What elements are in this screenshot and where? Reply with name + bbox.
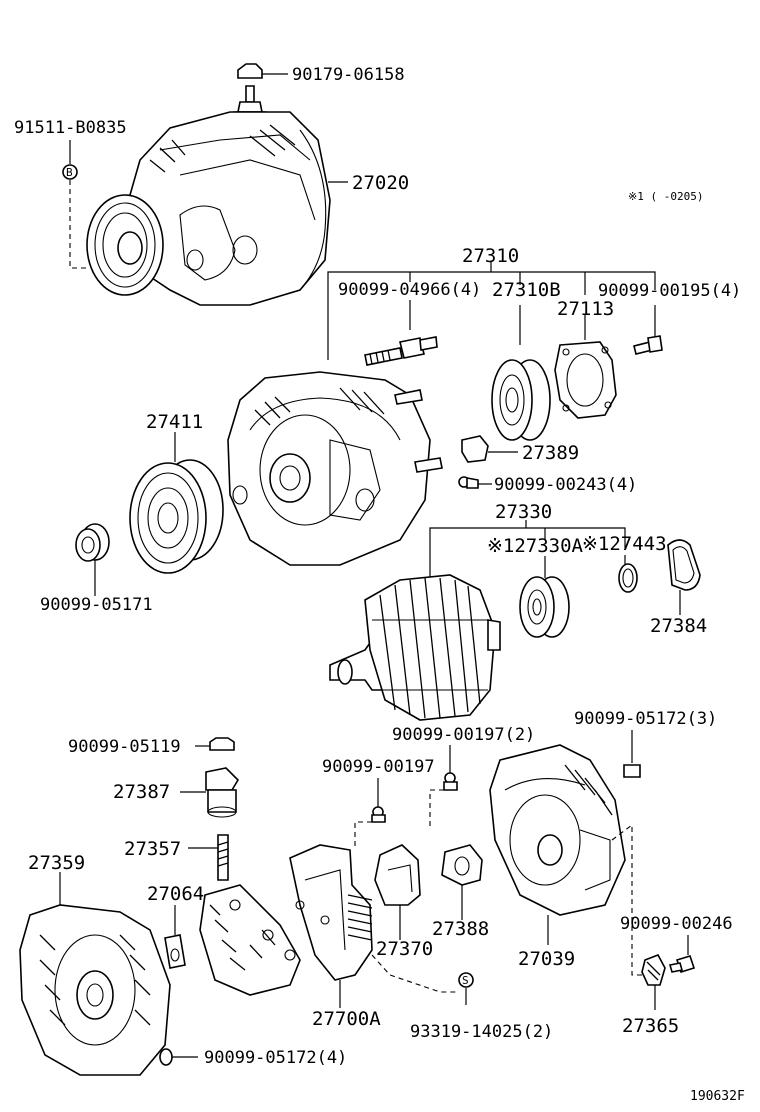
group-27330-brackets <box>429 520 626 595</box>
pulley-27411 <box>129 459 224 574</box>
label-90179-06158: 90179-06158 <box>292 65 405 85</box>
cover-27370 <box>374 844 421 906</box>
nut-05119 <box>209 737 235 751</box>
label-27387: 27387 <box>113 781 170 803</box>
screw-00197 <box>371 806 386 823</box>
label-90099-05171: 90099-05171 <box>40 595 153 615</box>
label-27389: 27389 <box>522 442 579 464</box>
terminal-27365 <box>641 954 666 986</box>
rear-cover-27039 <box>489 744 626 916</box>
nut-05172-4 <box>159 1048 173 1066</box>
stud-bolt <box>364 336 438 366</box>
label-27384: 27384 <box>650 615 707 637</box>
label-27365: 27365 <box>622 1015 679 1037</box>
screw-00246 <box>668 955 696 973</box>
label-91511-b0835: 91511-B0835 <box>14 118 127 138</box>
label-27310: 27310 <box>462 245 519 267</box>
washer-27443 <box>618 563 638 593</box>
dash-s-marker <box>371 954 458 993</box>
bearing-27310b <box>491 359 551 441</box>
label-90099-05172-4: 90099-05172(4) <box>204 1048 347 1068</box>
s-marker-text: S <box>462 974 469 987</box>
dash-00197 <box>354 821 372 850</box>
b-marker-text: B <box>66 166 73 179</box>
label-27020: 27020 <box>352 172 409 194</box>
rear-end-frame-27359 <box>19 904 171 1076</box>
screw-00243 <box>458 476 479 489</box>
retainer-plate <box>554 341 617 419</box>
dash-00197-2 <box>429 789 444 830</box>
label-27330a: ※127330A <box>487 535 584 557</box>
label-27370: 27370 <box>376 938 433 960</box>
screw-00197-2 <box>443 772 458 791</box>
label-27388: 27388 <box>432 918 489 940</box>
insulator-27387 <box>205 767 240 818</box>
label-27443: ※127443 <box>582 533 667 555</box>
label-27310b: 27310B <box>492 279 561 301</box>
drive-end-frame <box>227 371 443 566</box>
rectifier-assembly <box>199 884 301 996</box>
cover-27388 <box>441 844 483 886</box>
nut-05172-3 <box>623 764 641 778</box>
ring-27384 <box>667 539 701 591</box>
label-27039: 27039 <box>518 948 575 970</box>
label-27330: 27330 <box>495 501 552 523</box>
label-90099-05172-3: 90099-05172(3) <box>574 709 717 729</box>
regulator-27700a <box>289 844 373 981</box>
b-marker: B <box>62 164 78 180</box>
label-27359: 27359 <box>28 852 85 874</box>
screw-00195 <box>633 335 663 355</box>
label-90099-00197-2: 90099-00197(2) <box>392 725 535 745</box>
clip-27389 <box>461 435 489 463</box>
label-90099-05119: 90099-05119 <box>68 737 181 757</box>
label-90099-00197: 90099-00197 <box>322 757 435 777</box>
nut-05171 <box>75 523 110 562</box>
stud-27357 <box>217 834 229 881</box>
label-90099-00243: 90099-00243(4) <box>494 475 637 495</box>
s-marker: S <box>458 972 474 988</box>
plate-27064 <box>164 934 186 969</box>
label-27700a: 27700A <box>312 1008 381 1030</box>
label-93319-14025: 93319-14025(2) <box>410 1022 553 1042</box>
label-27357: 27357 <box>124 838 181 860</box>
label-90099-00195: 90099-00195(4) <box>598 281 741 301</box>
label-27064: 27064 <box>147 883 204 905</box>
label-90099-04966: 90099-04966(4) <box>338 280 481 300</box>
group-27310-brackets <box>327 262 656 360</box>
b-marker-leader <box>69 180 90 269</box>
label-27411: 27411 <box>146 411 203 433</box>
diagram-code: 190632F <box>690 1089 745 1104</box>
label-27113: 27113 <box>557 298 614 320</box>
label-90099-00246: 90099-00246 <box>620 914 733 934</box>
date-range-note: ※1 ( -0205) <box>628 190 703 203</box>
dash-27039 <box>611 823 648 976</box>
bearing-27330a <box>519 576 570 638</box>
alternator-assembly <box>86 63 331 306</box>
rotor-assembly <box>329 574 501 721</box>
